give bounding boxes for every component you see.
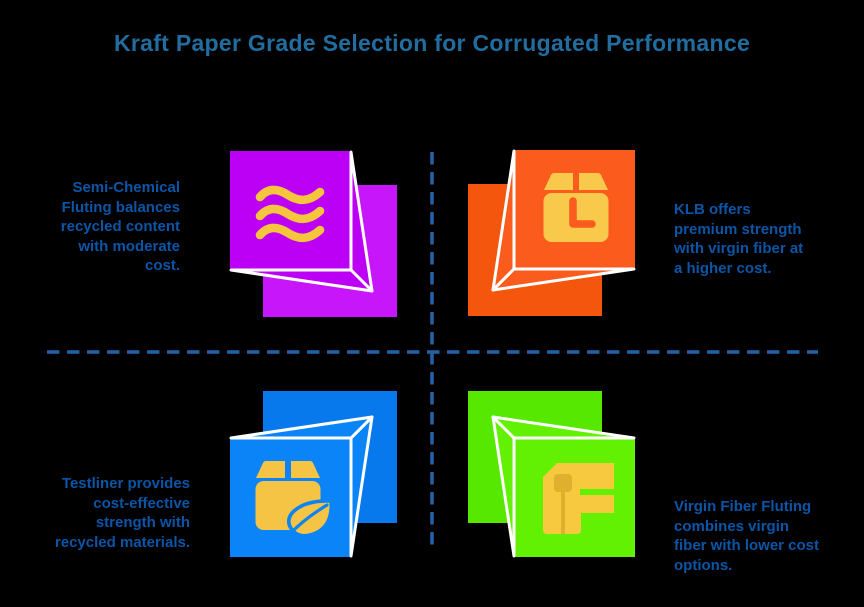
page-title: Kraft Paper Grade Selection for Corrugat… xyxy=(113,30,751,56)
package-l-mark xyxy=(569,197,596,228)
testliner-3d-box xyxy=(228,388,400,559)
pipe-valve-icon xyxy=(543,463,614,534)
waves-icon xyxy=(255,185,325,243)
description-semi-chemical-fluting: Semi-Chemical Fluting balances recycled … xyxy=(60,179,180,274)
klb-3d-box xyxy=(465,148,637,319)
leaf-vein xyxy=(288,503,329,536)
description-virgin-fiber-fluting: Virgin Fiber Fluting combines virgin fib… xyxy=(674,498,820,574)
valve-stem xyxy=(561,492,565,534)
package-icon xyxy=(543,173,609,242)
description-klb: KLB offers premium strength with virgin … xyxy=(674,201,804,277)
virgin-fiber-fluting-3d-box xyxy=(465,388,637,559)
semi-chemical-fluting-3d-box xyxy=(228,149,400,320)
pipe-elbow-shape xyxy=(543,463,614,534)
valve-handle xyxy=(554,474,572,492)
package-leaf-icon xyxy=(255,461,334,538)
description-testliner: Testliner provides cost-effective streng… xyxy=(54,475,190,551)
